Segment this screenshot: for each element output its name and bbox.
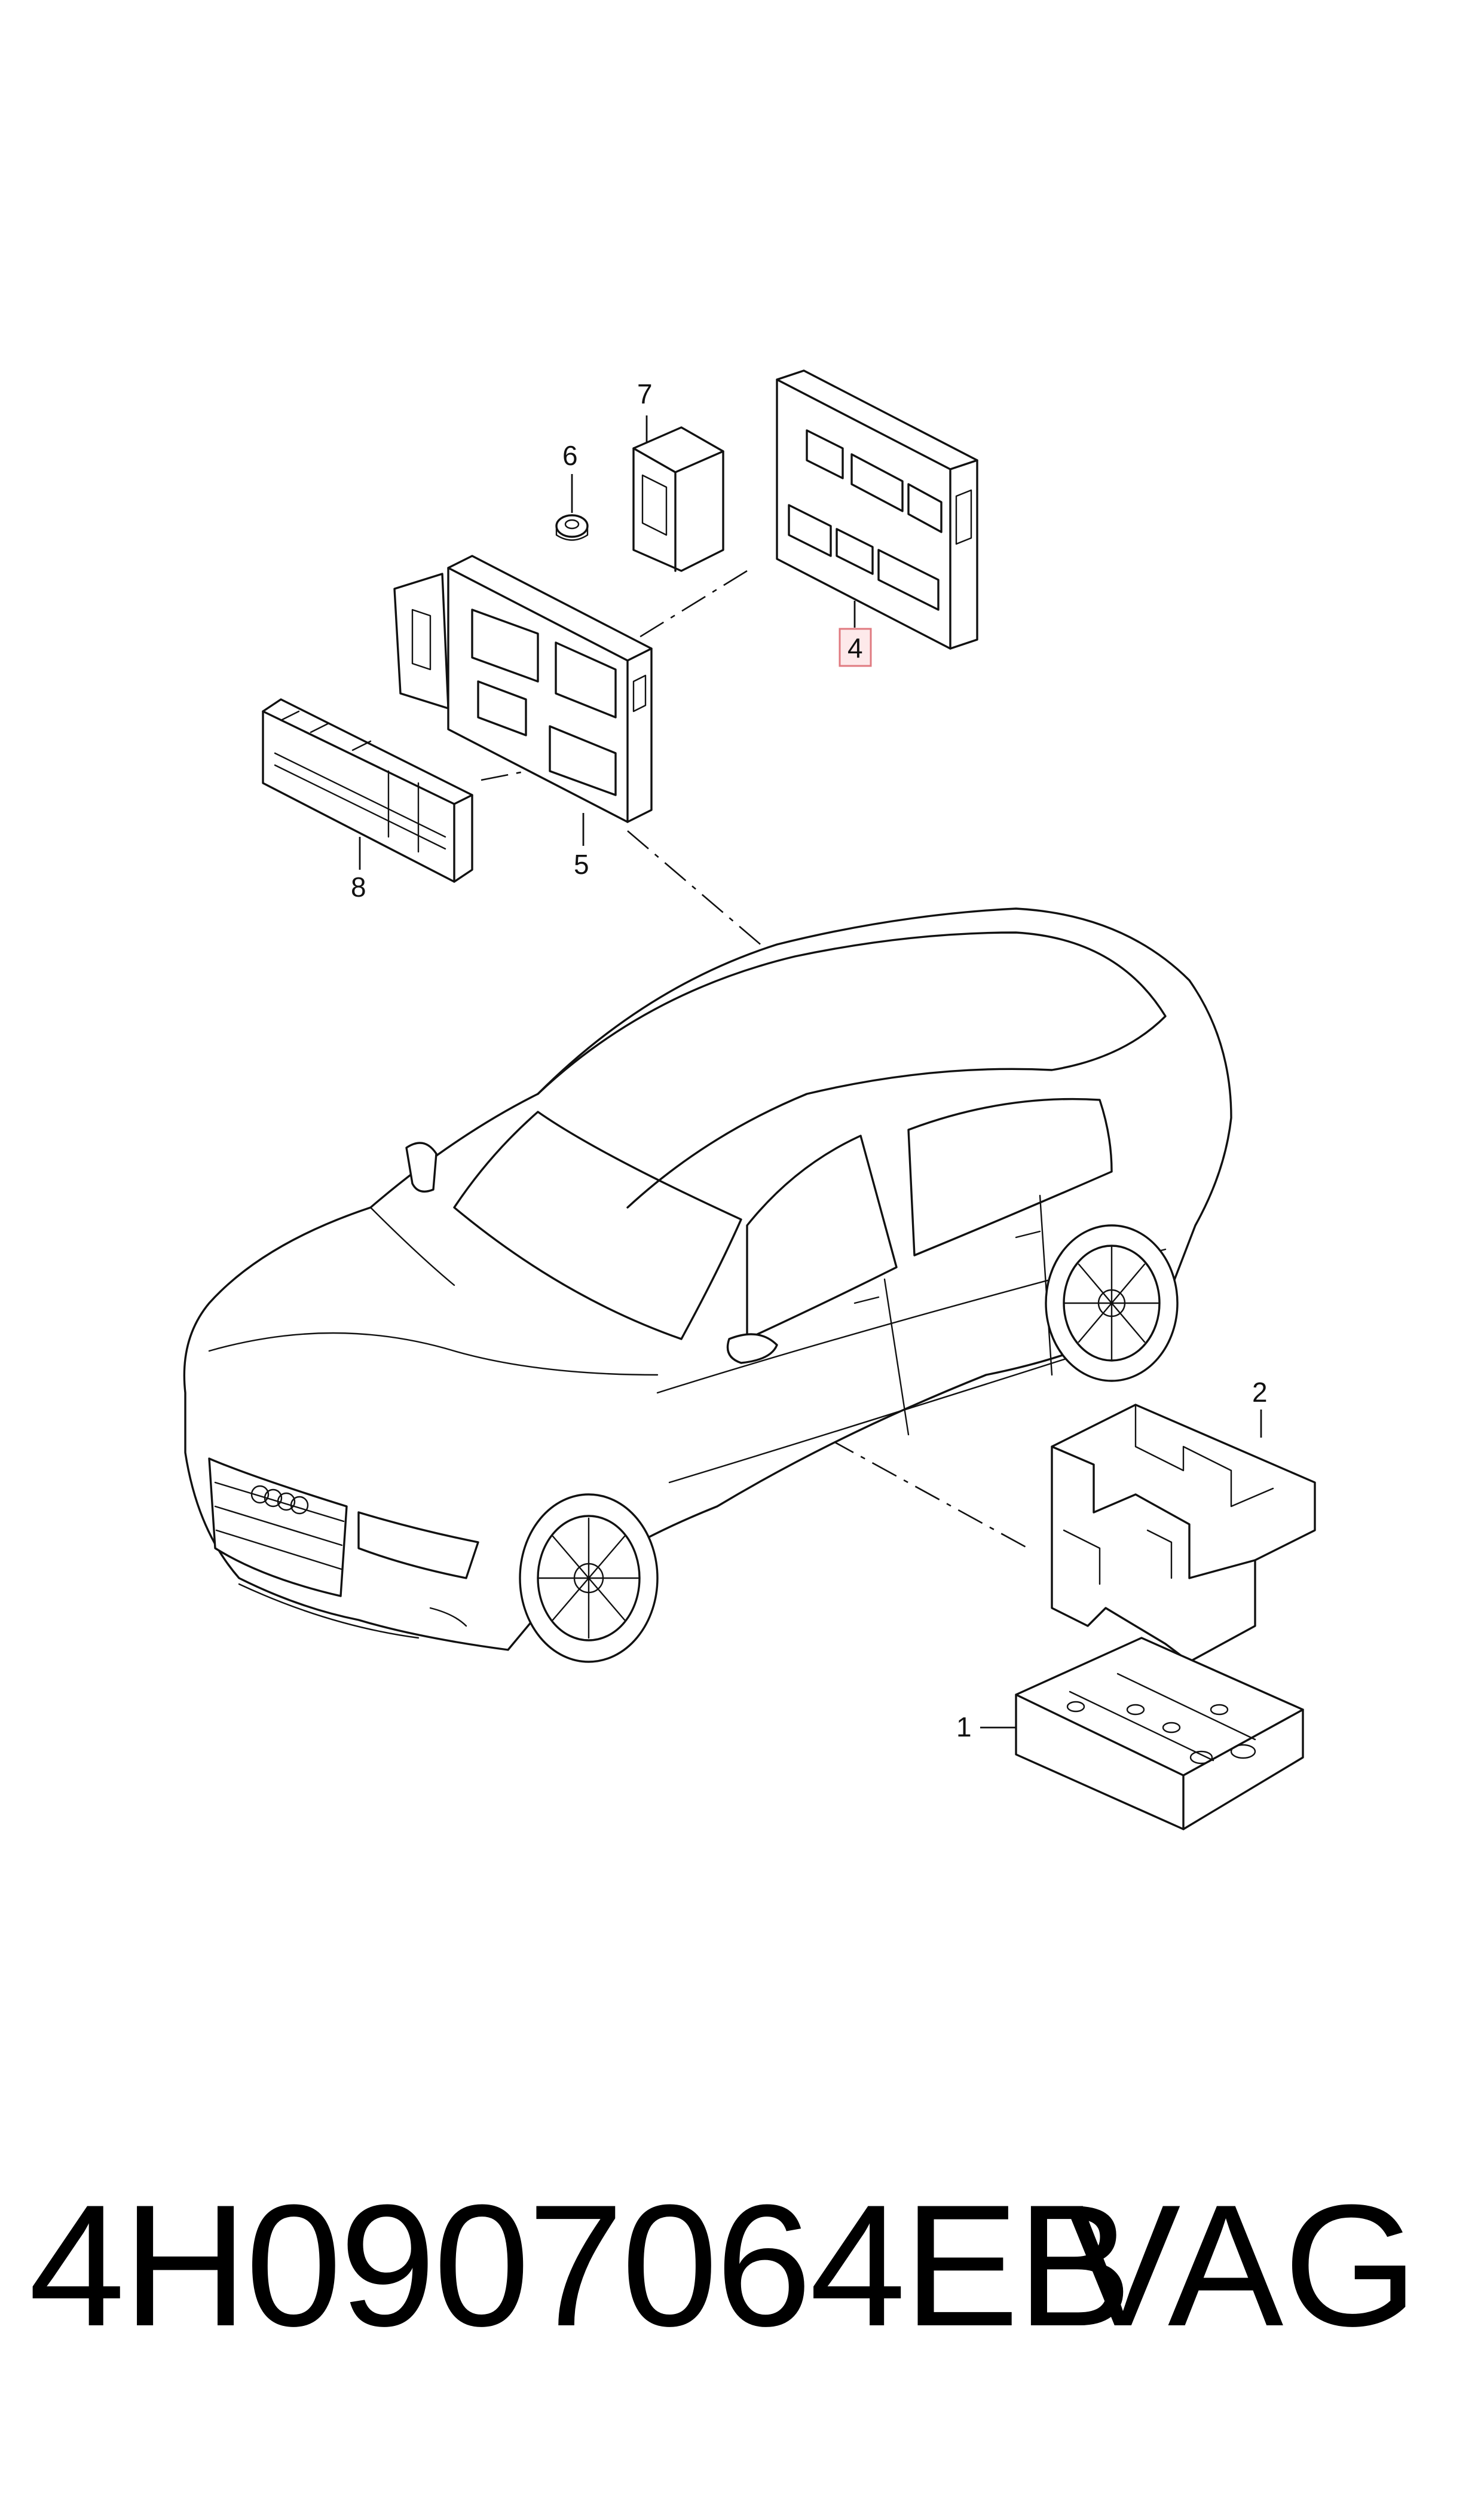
callout-8: 8 (351, 872, 366, 903)
callout-4[interactable]: 4 (847, 632, 863, 664)
vehicle-illustration (183, 907, 1232, 1663)
part-4-control-module (776, 369, 978, 650)
callouts: 7 6 4 5 8 2 1 (351, 378, 1268, 1742)
brand-rings-icon (250, 1485, 309, 1515)
footer: 4H0907064EB VAG (0, 2176, 1484, 2355)
part-8-connector-strip (262, 698, 473, 883)
leader-lines (359, 415, 1262, 1729)
callout-1: 1 (956, 1711, 972, 1742)
part-6-nut (555, 514, 589, 541)
callout-4-highlight (839, 628, 872, 667)
callout-7: 7 (637, 378, 653, 409)
part-number: 4H0907064EB (29, 2169, 1133, 2362)
callout-2: 2 (1252, 1377, 1268, 1408)
part-1-mounting-pad (1015, 1637, 1304, 1830)
brand-label: VAG (1065, 2169, 1418, 2362)
callout-6: 6 (562, 440, 578, 471)
part-2-support-bracket (1051, 1404, 1316, 1663)
part-5-mounting-bracket (393, 555, 653, 823)
part-7-relay-module (632, 426, 724, 572)
callout-5: 5 (574, 849, 589, 880)
